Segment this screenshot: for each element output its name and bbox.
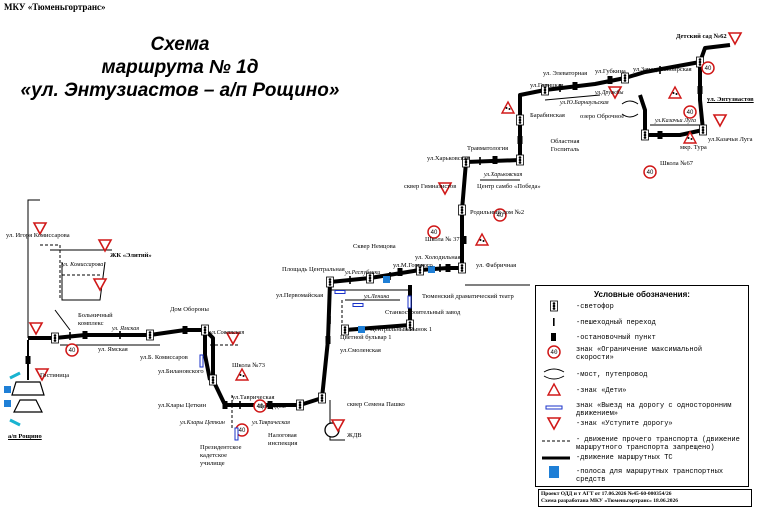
street-respubliki: ул.Республики [345,270,381,276]
stop-tsvbulvar: Цветной бульвар 1 [340,334,392,341]
street-elev: ул.Дружбы [595,90,624,96]
stop-shkola67: Школа №67 [660,160,694,167]
legend-item-crosswalk: -пешеходный переход [576,319,656,327]
legend-item-traffic-light: -светофор [576,303,614,311]
one-way-signs [199,290,412,441]
stop-sambo: Центр самбо «Победа» [477,183,541,190]
dashed-links [40,244,343,430]
legend-item-children: -знак «Дети» [576,387,627,395]
stop-kholodilnaya: ул. Холодильная [415,254,461,261]
street-lenina: ул.Ленина [364,294,390,300]
stop-zapadnosib: ул.Западносибирская [633,66,692,73]
street-kazachi: ул.Казачьи Луга [655,118,697,124]
stop-yamskaya: ул. Ямская [98,346,128,353]
legend-item-route-traffic: -движение маршрутных ТС [576,454,673,462]
stop-domoborony: Дом Обороны [170,306,209,313]
legend-item-yield: -знак «Уступите дорогу» [576,420,673,428]
legend-item-stop: -остановочный пункт [576,334,656,342]
stop-gubkina: ул.Губкина [595,68,626,75]
stop-detsad62: Детский сад №62 [676,33,727,40]
stop-shkola73: Школа №73 [232,362,266,369]
approval-line-1: Проект ОДД и т АГТ от 17.06.2026 №45-60-… [541,491,672,497]
stop-gimnazistov: сквер Гимназистов [404,183,457,190]
stop-roddom2: Родильный дом №2 [470,209,525,216]
terminal-loop [11,340,340,438]
stop-elitnyi: ЖК «Элитнй» [110,252,152,259]
stop-gorkogo: ул.М.Горького [393,262,433,269]
title-line-2: маршрута № 1д [101,57,259,78]
street-tavricheskaya: ул.Таврическая [252,420,290,426]
stop-kazachi: ул.Казачьи Луга [708,136,753,143]
legend-item-bridge: -мост, путепровод [576,371,648,379]
stop-tsentrdom: Центрдом [258,403,286,410]
approval-note: Проект ОДД и т АГТ от 17.06.2026 №45-60-… [538,489,752,507]
stop-nemtsova: Сквер Немцова [353,243,396,250]
bus-lane-icons [4,266,435,427]
svg-text:40: 40 [550,349,558,356]
stop-komissarov: ул.Б. Комиссаров [140,354,188,361]
stop-mkrtura: мкр. Тура [680,144,707,151]
legend-header: Условные обозначения: [594,290,690,299]
stop-semenpashko: сквер Семена Пашко [347,401,405,408]
street-sovetskaya: ул.Советская [210,330,245,336]
title-line-1: Схема [150,34,210,55]
street-khar: ул.Харьковская [484,172,523,178]
street-gubkina: ул.Ю.Барнаульская [560,100,609,106]
stop-kadetskoe: Президентское кадетское училище [200,444,242,467]
stop-travmatologia: Травматология [467,145,509,152]
title-line-3: «ул. Энтузиастов – а/п Рощино» [20,80,340,101]
legend-item-bus-lane: -полоса для маршрутных транспортных сред… [576,468,724,484]
street-yamskaya: ул. Ямская [112,326,139,332]
bridges [621,100,639,118]
stop-gostinica: Гостиница [40,372,70,379]
diagram-title: Схема маршрута № 1д «ул. Энтузиастов – а… [15,33,345,102]
org-name: МКУ «Тюменьгортранс» [4,2,106,12]
stop-shkola37: Школа № 37 [425,236,460,243]
stop-oblgosp: Областная Госпиталь [550,138,580,153]
stop-igorkomissarova: ул. Игоря Комиссарова [6,232,70,239]
legend-item-speed-limit: знак «Ограничение максимальной скорости» [576,346,703,362]
stop-bilanovskogo: ул.Билановского [158,368,204,375]
stop-bolnichnyi: Больничный комплекс [78,312,113,327]
legend-item-other-traffic: - движение прочего транспорта (движение … [576,436,740,452]
approval-line-2: Схема разработана МКУ «Тюменьгортранс» 1… [541,498,679,504]
stop-tavricheskaya: ул.Таврическая [232,394,275,401]
stop-rynok1: Центральный Рынок 1 [370,326,433,333]
secondary-streets [27,94,700,441]
stop-smolenskaya: ул.Смоленская [340,347,381,354]
legend-panel: Условные обозначения: 40 -светофор -пеше… [535,285,749,487]
stop-klaratsetkin: ул.Клары Цеткин [158,402,207,409]
stop-zhdv: ЖДВ [347,432,362,439]
legend-icons: 40 [542,300,570,478]
stop-galitskaya: ул.Галицкая [530,82,564,89]
terminal-start: а/п Рощино [8,433,42,440]
stop-barabinskaya: Барабинская [530,112,565,119]
stop-nalogovaya: Налоговая инспекция [268,432,298,447]
stop-fabrichnaya: ул. Фабричная [476,262,517,269]
stop-stankozavod: Станкостроительный завод [385,309,461,316]
street-klary: ул.Клары Цеткин [180,420,225,426]
stop-ploshchad: Площадь Центральная [282,266,345,273]
street-kommissarova: ул. Комиссарова [62,262,104,268]
stop-ozero: озеро Оброчное [580,113,625,120]
stop-elevatornaya: ул. Элеваторная [543,70,588,77]
stop-pervomayskaya: ул.Первомайская [276,292,324,299]
stop-teatr: Тюменский драматический театр [422,293,514,300]
stop-kharkovskaya: ул.Харьковская [427,155,470,162]
terminal-end: ул. Энтузиастов [707,96,754,103]
legend-item-one-way: знак «Выезд на дорогу с односторонним дв… [576,402,732,418]
